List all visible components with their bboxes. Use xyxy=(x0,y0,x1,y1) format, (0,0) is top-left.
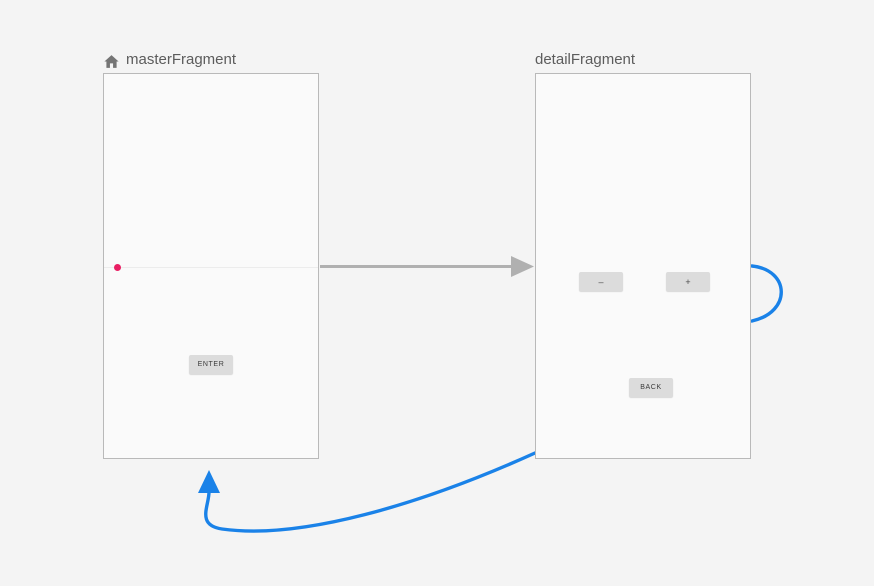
action-master-to-detail-arrowhead xyxy=(511,256,534,277)
action-detail-to-master-path xyxy=(204,451,537,533)
plus-button[interactable]: + xyxy=(666,272,710,291)
master-list-divider xyxy=(104,267,318,268)
back-button[interactable]: BACK xyxy=(629,378,673,397)
action-detail-to-master-arrowhead xyxy=(198,470,220,493)
destination-masterFragment[interactable]: masterFragment ENTER xyxy=(103,51,319,459)
enter-button[interactable]: ENTER xyxy=(189,355,233,374)
home-icon xyxy=(103,53,120,70)
destination-detailFragment-label-row: detailFragment xyxy=(535,51,635,69)
action-detail-self-loop[interactable] xyxy=(750,264,783,323)
destination-masterFragment-label: masterFragment xyxy=(126,51,237,68)
action-detail-to-master[interactable] xyxy=(198,451,537,533)
minus-button[interactable]: – xyxy=(579,272,623,291)
action-detail-self-loop-path xyxy=(750,264,783,323)
master-list-dot xyxy=(114,264,121,271)
action-master-to-detail[interactable] xyxy=(320,256,534,277)
destination-masterFragment-label-row: masterFragment xyxy=(103,51,236,69)
destination-detailFragment[interactable]: detailFragment – + BACK xyxy=(535,51,751,459)
destination-masterFragment-card[interactable]: ENTER xyxy=(103,73,319,459)
destination-detailFragment-card[interactable]: – + BACK xyxy=(535,73,751,459)
destination-detailFragment-label: detailFragment xyxy=(535,51,636,68)
